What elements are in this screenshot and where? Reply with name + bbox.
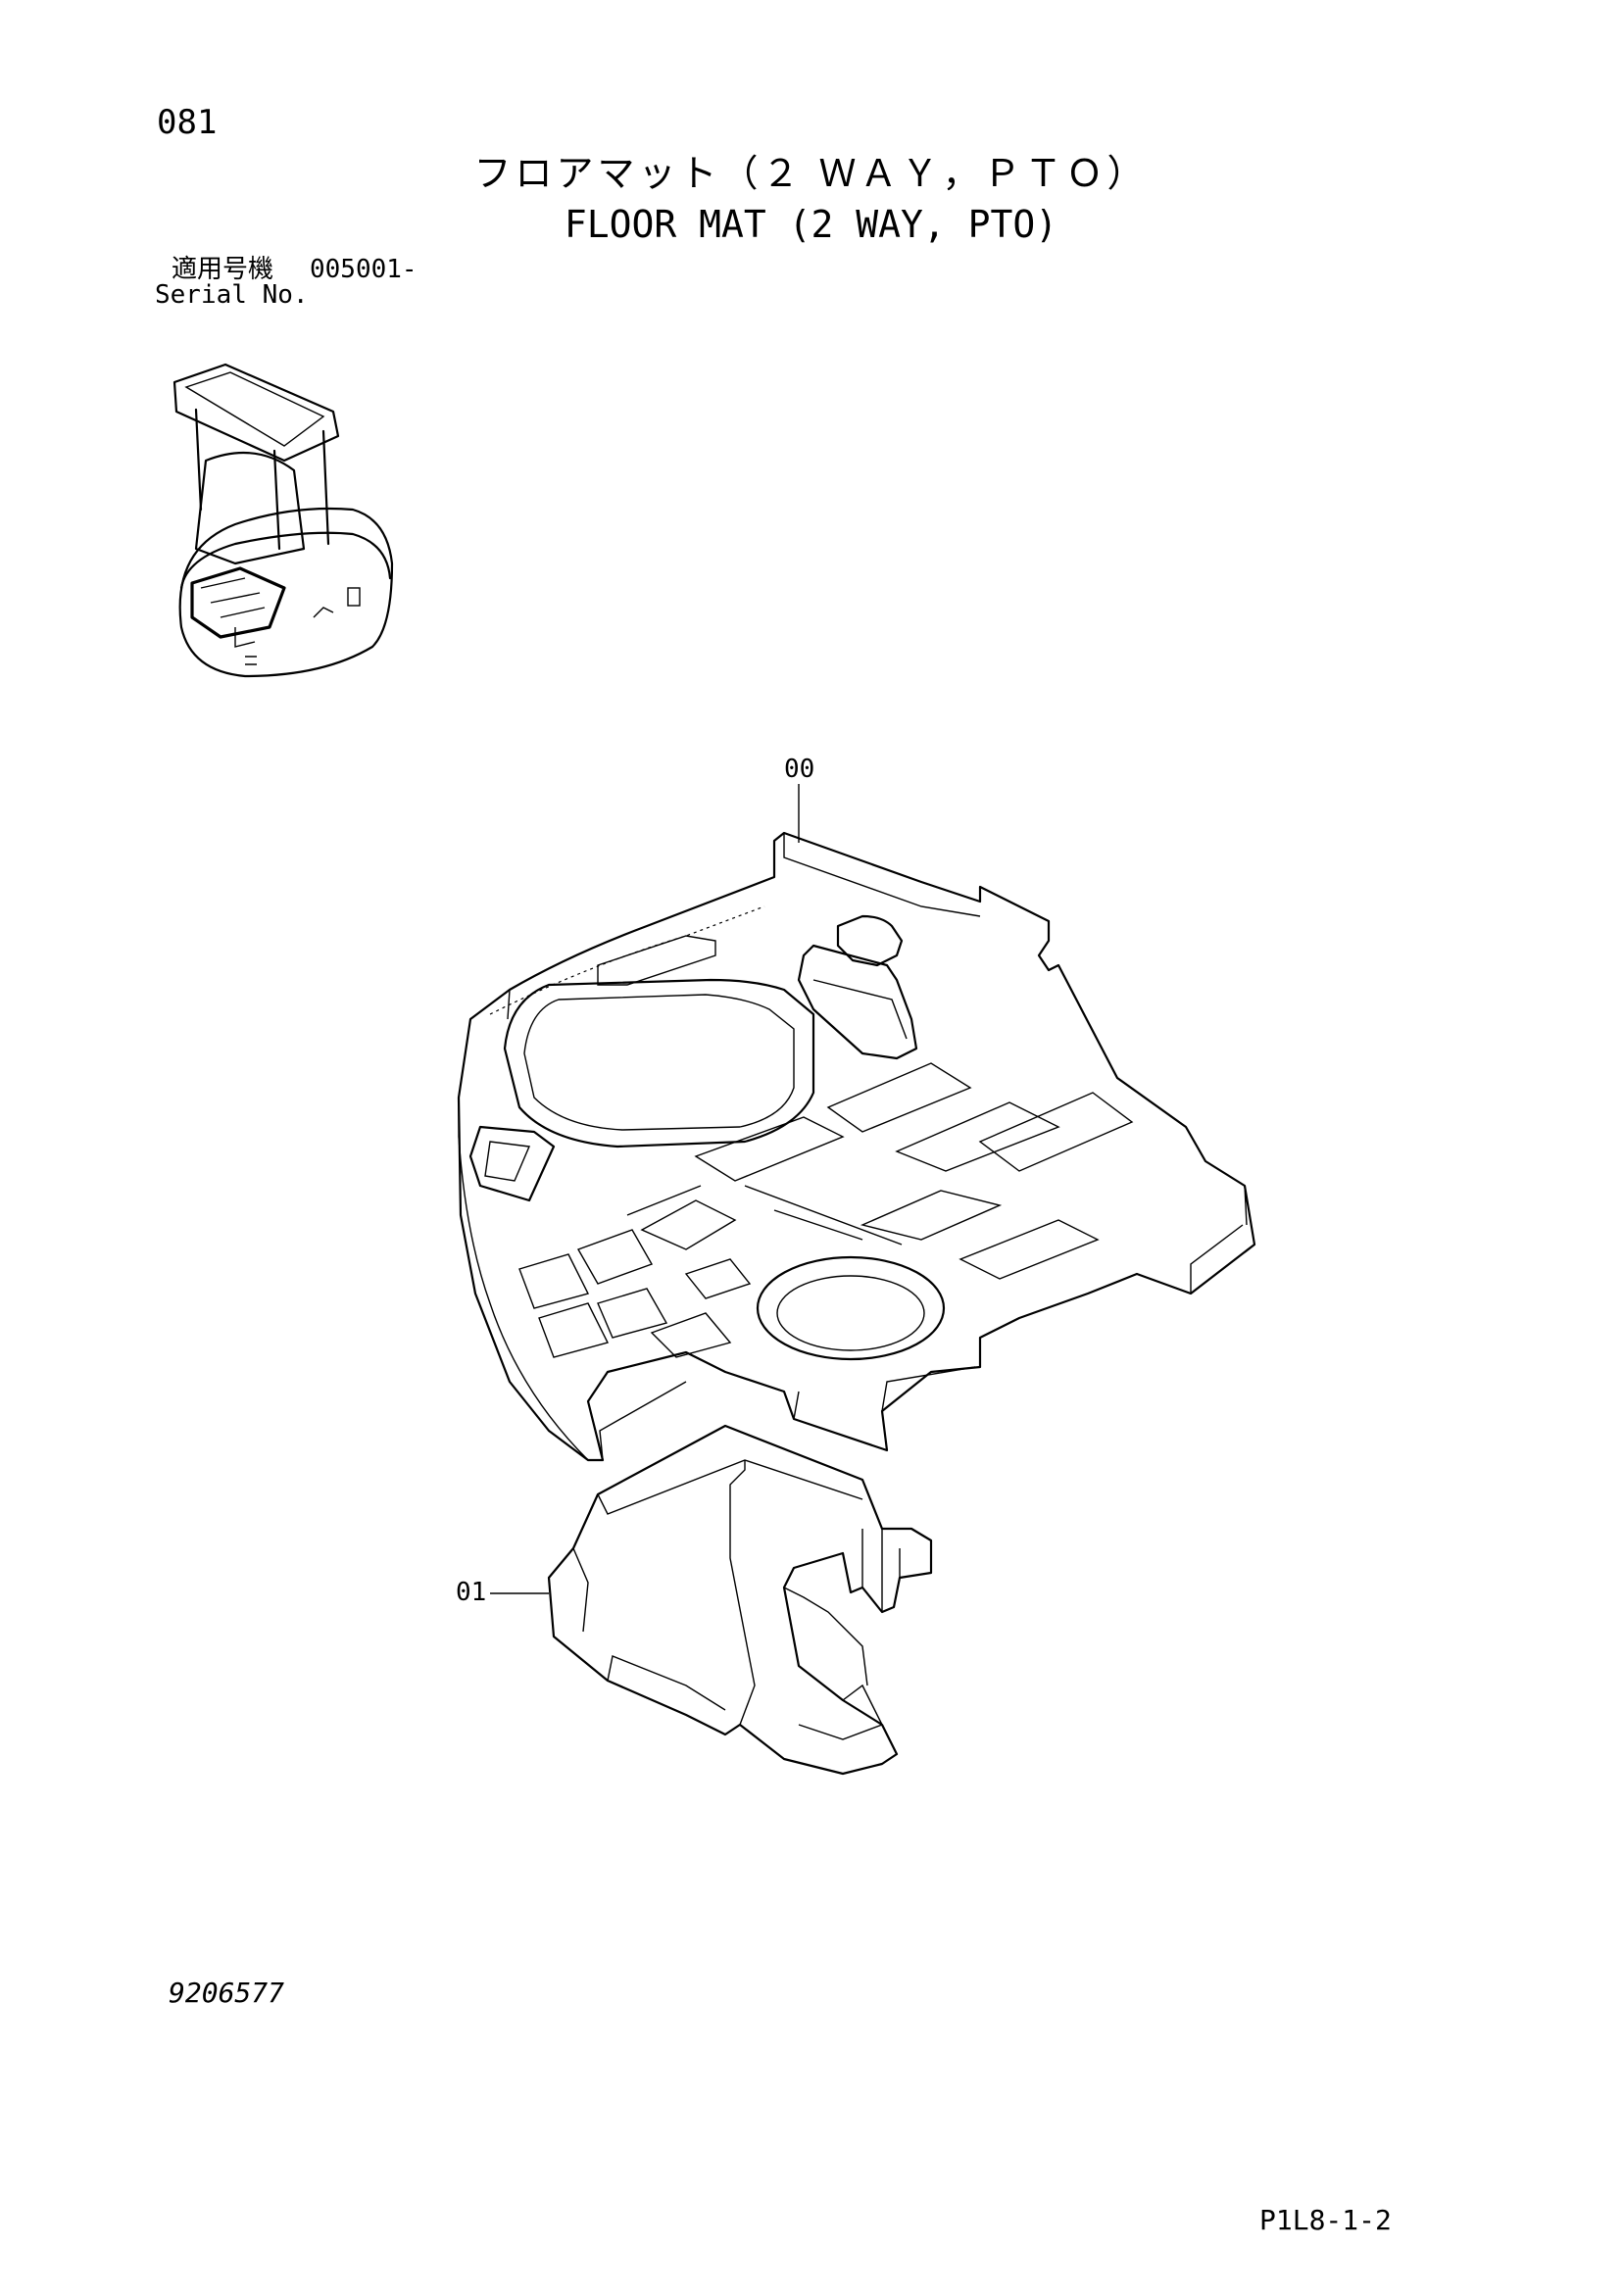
page-number: 081 — [157, 103, 218, 142]
floor-mat-part-00 — [457, 784, 1256, 1462]
serial-label-japanese: 適用号機 — [172, 255, 274, 284]
page-title-japanese: フロアマット（２ ＷＡＹ，ＰＴＯ） — [473, 152, 1149, 195]
callout-label-01: 01 — [456, 1578, 487, 1607]
serial-label-english: Serial No. — [155, 280, 309, 310]
page-title-english: FLOOR MAT (2 WAY, PTO) — [564, 203, 1058, 246]
machine-overview-thumbnail — [172, 363, 394, 678]
serial-number-value: 005001- — [310, 255, 418, 284]
callout-label-00: 00 — [784, 755, 815, 784]
cover-part-01 — [490, 1424, 933, 1776]
page-code: P1L8-1-2 — [1259, 2204, 1392, 2236]
drawing-number: 9206577 — [169, 1977, 285, 2009]
